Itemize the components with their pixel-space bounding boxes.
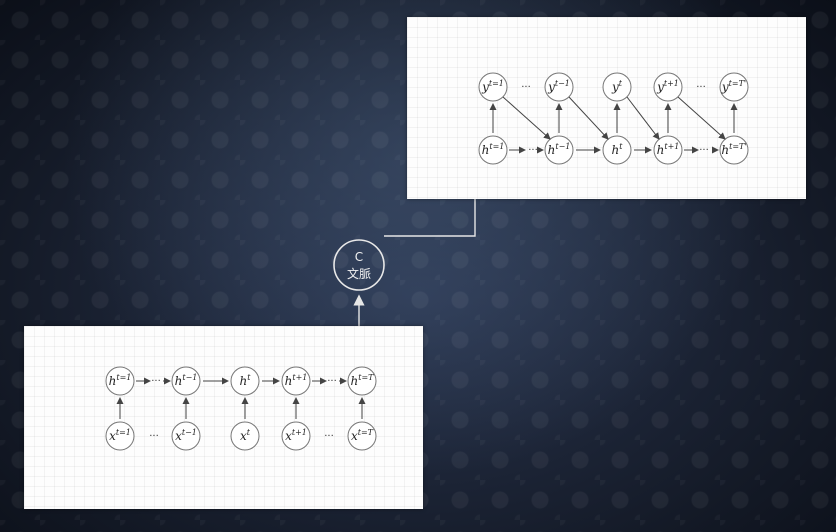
decoder-hidden-node: ht bbox=[602, 135, 632, 165]
encoder-hidden-ellipsis: ··· bbox=[151, 376, 161, 387]
encoder-input-node: xt=T bbox=[347, 421, 377, 451]
decoder-hidden-node-label: ht−1 bbox=[548, 142, 571, 157]
decoder-panel: yt=1 yt−1 yt yt+1 yt=T' ht=1 ht−1 ht ht+1 ht=T' ··… bbox=[407, 17, 806, 199]
decoder-output-node: yt=T' bbox=[719, 72, 749, 102]
encoder-hidden-node-label: ht bbox=[240, 373, 252, 388]
encoder-input-node: xt bbox=[230, 421, 260, 451]
context-label-text: 文脈 bbox=[347, 266, 371, 281]
encoder-input-node-label: xt=1 bbox=[109, 428, 131, 443]
decoder-output-node: yt bbox=[602, 72, 632, 102]
context-node: C 文脈 bbox=[333, 239, 385, 291]
encoder-hidden-node-label: ht=1 bbox=[109, 373, 132, 388]
encoder-input-node: xt+1 bbox=[281, 421, 311, 451]
decoder-diagram: yt=1 yt−1 yt yt+1 yt=T' ht=1 ht−1 ht ht+1 ht=T' ··… bbox=[478, 72, 749, 165]
decoder-hidden-node: ht+1 bbox=[653, 135, 683, 165]
decoder-hidden-ellipsis: ··· bbox=[699, 145, 709, 156]
decoder-feedback-arrow bbox=[677, 96, 726, 140]
decoder-output-node-label: yt+1 bbox=[656, 79, 679, 94]
decoder-hidden-node-label: ht bbox=[612, 142, 624, 157]
encoder-hidden-node: ht+1 bbox=[281, 366, 311, 396]
encoder-hidden-node-label: ht=T bbox=[351, 373, 375, 388]
encoder-input-ellipsis: ··· bbox=[149, 431, 159, 442]
encoder-input-node-label: xt=T bbox=[351, 428, 374, 443]
encoder-input-node-label: xt bbox=[240, 428, 251, 443]
encoder-hidden-node-label: ht−1 bbox=[175, 373, 198, 388]
decoder-output-node-label: yt−1 bbox=[547, 79, 570, 94]
decoder-output-node: yt−1 bbox=[544, 72, 574, 102]
decoder-hidden-ellipsis: ··· bbox=[528, 145, 538, 156]
decoder-output-node-label: yt bbox=[611, 79, 623, 94]
encoder-hidden-node: ht−1 bbox=[171, 366, 201, 396]
encoder-input-node-label: xt+1 bbox=[285, 428, 307, 443]
encoder-hidden-node: ht bbox=[230, 366, 260, 396]
encoder-diagram: ht=1 ht−1 ht ht+1 ht=T xt=1 xt−1 xt xt+1 xt=T ··· ·… bbox=[105, 366, 377, 451]
decoder-output-node-label: yt=1 bbox=[481, 79, 504, 94]
encoder-input-node-label: xt−1 bbox=[175, 428, 197, 443]
decoder-output-node: yt+1 bbox=[653, 72, 683, 102]
decoder-output-ellipsis: ··· bbox=[696, 82, 706, 93]
decoder-hidden-node-label: ht=1 bbox=[482, 142, 505, 157]
encoder-hidden-ellipsis: ··· bbox=[327, 376, 337, 387]
decoder-output-node: yt=1 bbox=[478, 72, 508, 102]
decoder-feedback-arrow bbox=[626, 96, 660, 140]
decoder-feedback-arrow bbox=[568, 96, 609, 140]
decoder-hidden-node: ht−1 bbox=[544, 135, 574, 165]
decoder-hidden-node-label: ht+1 bbox=[657, 142, 680, 157]
decoder-output-node-label: yt=T' bbox=[721, 79, 746, 94]
encoder-hidden-node: ht=1 bbox=[105, 366, 135, 396]
decoder-feedback-arrow bbox=[502, 96, 551, 140]
encoder-input-ellipsis: ··· bbox=[324, 431, 334, 442]
encoder-hidden-node-label: ht+1 bbox=[285, 373, 308, 388]
context-to-decoder-line bbox=[384, 199, 476, 237]
encoder-hidden-node: ht=T bbox=[347, 366, 377, 396]
encoder-input-node: xt−1 bbox=[171, 421, 201, 451]
decoder-hidden-node: ht=1 bbox=[478, 135, 508, 165]
encoder-input-node: xt=1 bbox=[105, 421, 135, 451]
decoder-hidden-node-label: ht=T' bbox=[721, 142, 746, 157]
encoder-panel: ht=1 ht−1 ht ht+1 ht=T xt=1 xt−1 xt xt+1 xt=T ··· ·… bbox=[24, 326, 423, 509]
decoder-hidden-node: ht=T' bbox=[719, 135, 749, 165]
decoder-output-ellipsis: ··· bbox=[521, 82, 531, 93]
context-label-c: C bbox=[355, 250, 363, 264]
